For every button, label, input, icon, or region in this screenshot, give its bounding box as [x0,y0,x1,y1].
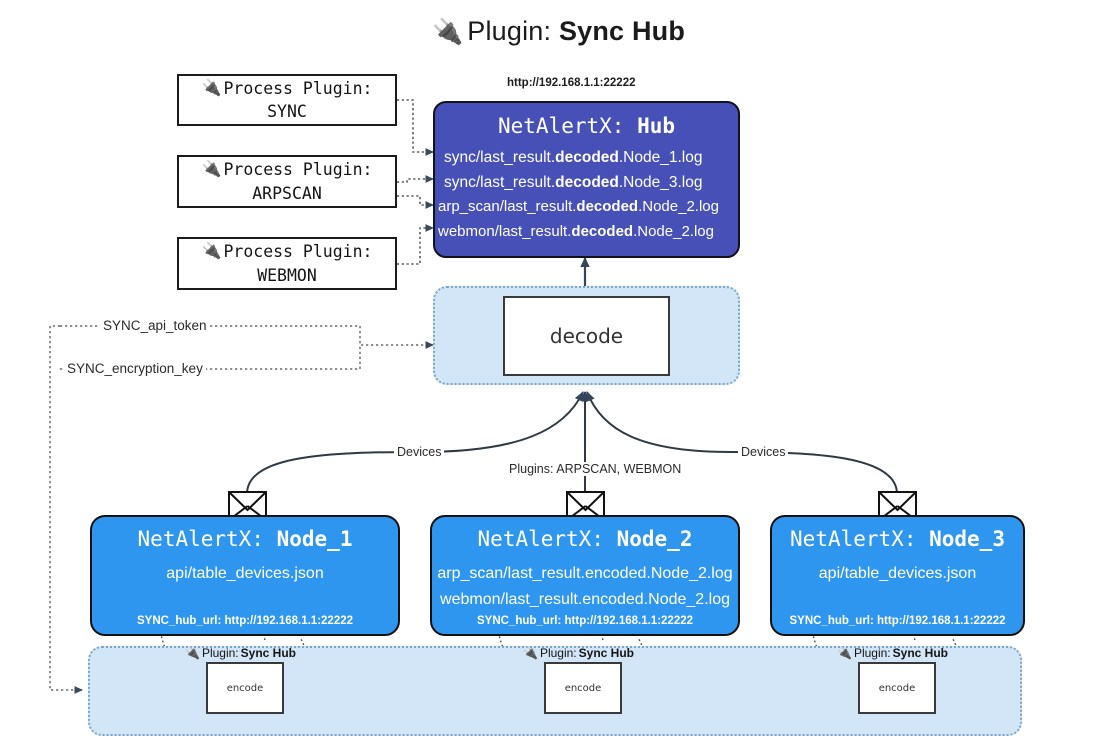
encoder-plugin-prefix: Plugin: [201,646,239,660]
plug-icon: 🔌 [185,646,200,660]
hub-log-line: arp_scan/last_result.decoded.Node_2.log [435,195,738,219]
process-plugin-name: ARPSCAN [252,183,322,203]
node-box-node-1[interactable]: NetAlertX: Node_1 api/table_devices.json… [90,515,400,636]
process-plugin-box-arpscan[interactable]: 🔌 Process Plugin: ARPSCAN [177,155,397,208]
hub-url-label: http://192.168.1.1:22222 [507,77,636,89]
node-line: arp_scan/last_result.encoded.Node_2.log [437,565,733,582]
hub-log-list: sync/last_result.decoded.Node_1.log sync… [435,145,738,244]
log-bold: decoded [576,198,639,216]
node-title: NetAlertX: Node_2 [432,527,738,551]
log-pre: arp_scan/last_result. [438,198,577,216]
page-title-prefix: Plugin: [467,16,559,46]
process-plugin-label: Process Plugin: [223,78,373,98]
process-plugin-box-sync[interactable]: 🔌 Process Plugin: SYNC [177,74,397,126]
node-line-list: arp_scan/last_result.encoded.Node_2.log … [432,561,738,613]
encoder-plugin-label-1: 🔌Plugin: Sync Hub [185,646,296,660]
log-post: .Node_2.log [638,198,719,216]
plug-icon: 🔌 [431,18,464,46]
log-pre: webmon/last_result. [438,222,572,240]
node-title-prefix: NetAlertX: [790,527,930,551]
setting-label-encryption-key: SYNC_encryption_key [64,361,206,376]
node-title-name: Node_2 [616,527,693,551]
encoder-plugin-prefix: Plugin: [853,646,891,660]
process-plugin-label: Process Plugin: [223,242,373,262]
log-post: .Node_3.log [618,174,703,192]
setting-label-api-token: SYNC_api_token [100,318,210,333]
process-plugin-label: Process Plugin: [223,160,373,180]
decode-box[interactable]: decode [503,296,670,376]
process-plugin-name: WEBMON [257,265,317,285]
node-title-prefix: NetAlertX: [137,527,277,551]
node-title-prefix: NetAlertX: [477,527,617,551]
process-plugin-name: SYNC [267,102,307,121]
node-hub-url: SYNC_hub_url: http://192.168.1.1:22222 [476,615,694,627]
log-post: .Node_1.log [618,149,703,166]
node-title-name: Node_3 [929,527,1005,551]
encoder-plugin-name: Sync Hub [240,646,296,660]
node-box-node-2[interactable]: NetAlertX: Node_2 arp_scan/last_result.e… [430,515,740,636]
node-hub-url: SYNC_hub_url: http://192.168.1.1:22222 [136,615,354,627]
edge-label-devices-left: Devices [394,445,445,459]
encode-box-1[interactable]: encode [206,662,284,714]
log-pre: sync/last_result. [444,149,556,166]
node-line: api/table_devices.json [166,565,324,582]
encoder-plugin-name: Sync Hub [578,646,634,660]
edge-label-devices-right: Devices [738,445,789,459]
plug-icon: 🔌 [837,646,852,660]
page-title-name: Sync Hub [558,16,686,46]
process-plugin-box-webmon[interactable]: 🔌 Process Plugin: WEBMON [177,237,397,290]
plug-icon: 🔌 [201,77,222,97]
hub-box[interactable]: NetAlertX: Hub sync/last_result.decoded.… [433,101,740,258]
hub-log-line: sync/last_result.decoded.Node_3.log [435,170,738,195]
log-bold: decoded [555,174,619,192]
encoder-plugin-name: Sync Hub [892,646,948,660]
hub-log-line: sync/last_result.decoded.Node_1.log [435,145,738,170]
hub-log-line: webmon/last_result.decoded.Node_2.log [435,220,738,244]
page-title: 🔌Plugin: Sync Hub [0,16,1117,47]
log-post: .Node_2.log [633,222,714,240]
node-line: api/table_devices.json [818,565,977,582]
encoder-plugin-label-3: 🔌Plugin: Sync Hub [837,646,948,660]
node-box-node-3[interactable]: NetAlertX: Node_3 api/table_devices.json… [770,515,1025,636]
encoder-plugin-label-2: 🔌Plugin: Sync Hub [523,646,634,660]
hub-title: NetAlertX: Hub [435,114,738,138]
log-pre: sync/last_result. [444,174,556,192]
encode-box-3[interactable]: encode [858,662,936,714]
encode-box-2[interactable]: encode [544,662,622,714]
log-bold: decoded [555,149,619,166]
plug-icon: 🔌 [523,646,538,660]
edge-label-plugins-center: Plugins: ARPSCAN, WEBMON [506,462,685,476]
encoder-plugin-prefix: Plugin: [539,646,577,660]
node-line: webmon/last_result.encoded.Node_2.log [440,590,730,608]
node-hub-url: SYNC_hub_url: http://192.168.1.1:22222 [789,615,1006,627]
node-line-list: api/table_devices.json [92,561,398,587]
node-title: NetAlertX: Node_1 [92,527,398,551]
node-line-list: api/table_devices.json [772,561,1023,587]
plug-icon: 🔌 [201,241,222,261]
plug-icon: 🔌 [201,159,222,179]
node-title: NetAlertX: Node_3 [772,527,1023,551]
hub-title-prefix: NetAlertX: [497,114,638,138]
log-bold: decoded [571,222,634,240]
node-title-name: Node_1 [276,527,353,551]
hub-title-name: Hub [637,114,675,138]
